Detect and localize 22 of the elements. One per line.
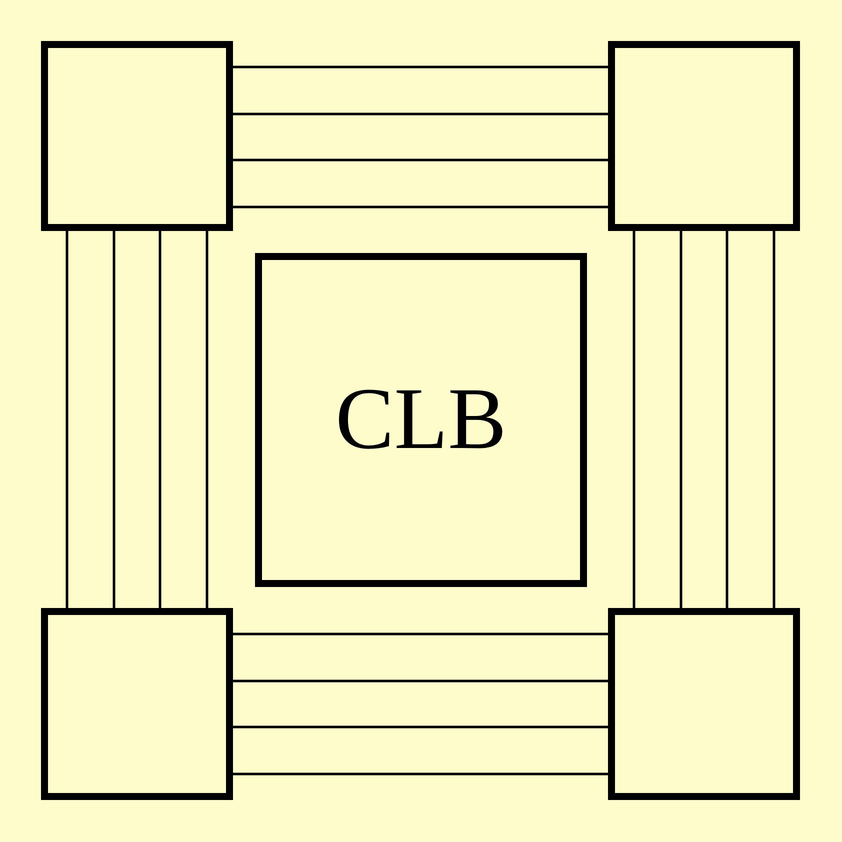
connector-line	[233, 66, 608, 68]
connector-line	[233, 206, 608, 208]
switch-box	[608, 41, 800, 231]
connector-line	[680, 231, 682, 608]
logic-block-box	[255, 253, 587, 587]
connector-line	[112, 231, 116, 608]
connector-line	[206, 231, 208, 608]
connector-line	[233, 112, 608, 116]
switch-box	[608, 608, 800, 800]
block-label: CLB	[335, 376, 507, 464]
connector-line	[233, 726, 608, 728]
connector-line	[233, 632, 608, 636]
connector-line	[772, 231, 776, 608]
connector-line	[233, 772, 608, 776]
connector-line	[233, 158, 608, 162]
connector-line	[726, 231, 728, 608]
connector-line	[158, 231, 162, 608]
connector-line	[66, 231, 68, 608]
switch-box	[41, 41, 233, 231]
connector-line	[632, 231, 636, 608]
connector-line	[233, 680, 608, 682]
switch-box	[41, 608, 233, 800]
